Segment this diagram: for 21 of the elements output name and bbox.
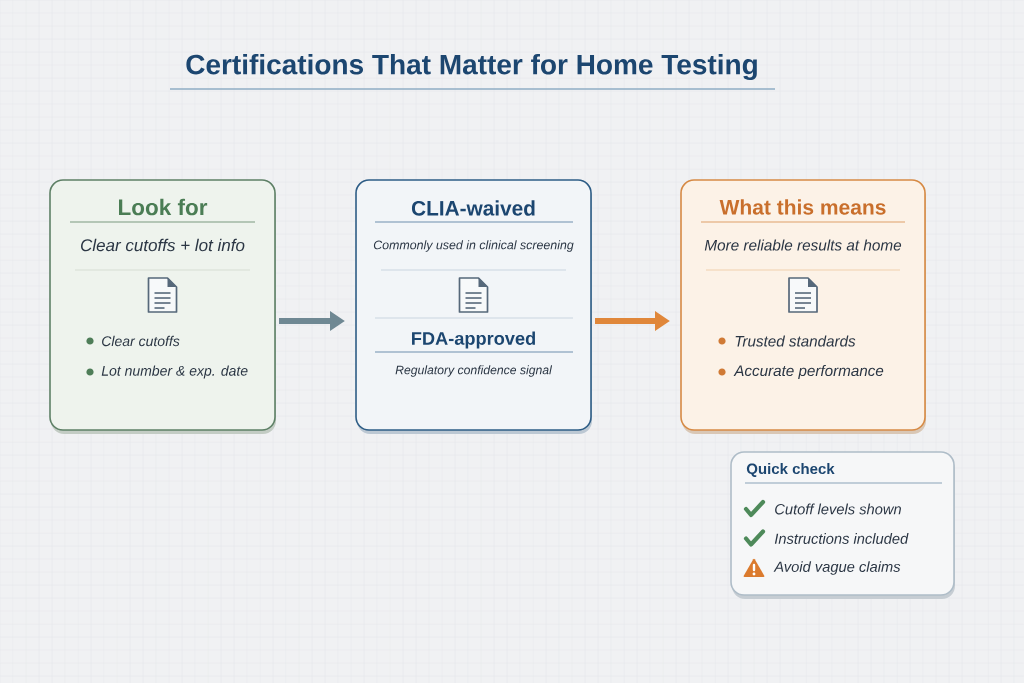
checklist-item: Instructions included <box>774 533 909 544</box>
checklist-item: Avoid vague claims <box>773 561 901 575</box>
card-heading: CLIA-waived <box>411 200 535 216</box>
checklist-card <box>730 451 955 599</box>
card-heading: FDA-approved <box>412 331 535 349</box>
info-card <box>49 179 276 434</box>
bullet-text: Clear cutoffs <box>102 335 180 347</box>
title: Certifications That Matter for Home Testing <box>186 53 757 81</box>
card-heading: Look for <box>119 198 208 216</box>
bullet-text: Lot number & exp. date <box>101 365 248 379</box>
bullet-text: Trusted standards <box>735 335 856 347</box>
bullet-text: Accurate performance <box>733 364 884 380</box>
card-heading: Quick check <box>746 463 835 477</box>
card-subtitle: More reliable results at home <box>704 239 902 251</box>
card-subtitle: Regulatory confidence signal <box>395 365 553 377</box>
card-heading: What this means <box>719 199 886 215</box>
info-card <box>355 179 592 434</box>
card-subtitle: Clear cutoffs + lot info <box>81 238 245 252</box>
info-card <box>680 179 926 434</box>
card-subtitle: Commonly used in clinical screening <box>373 240 574 252</box>
checklist-item: Cutoff levels shown <box>775 503 901 515</box>
